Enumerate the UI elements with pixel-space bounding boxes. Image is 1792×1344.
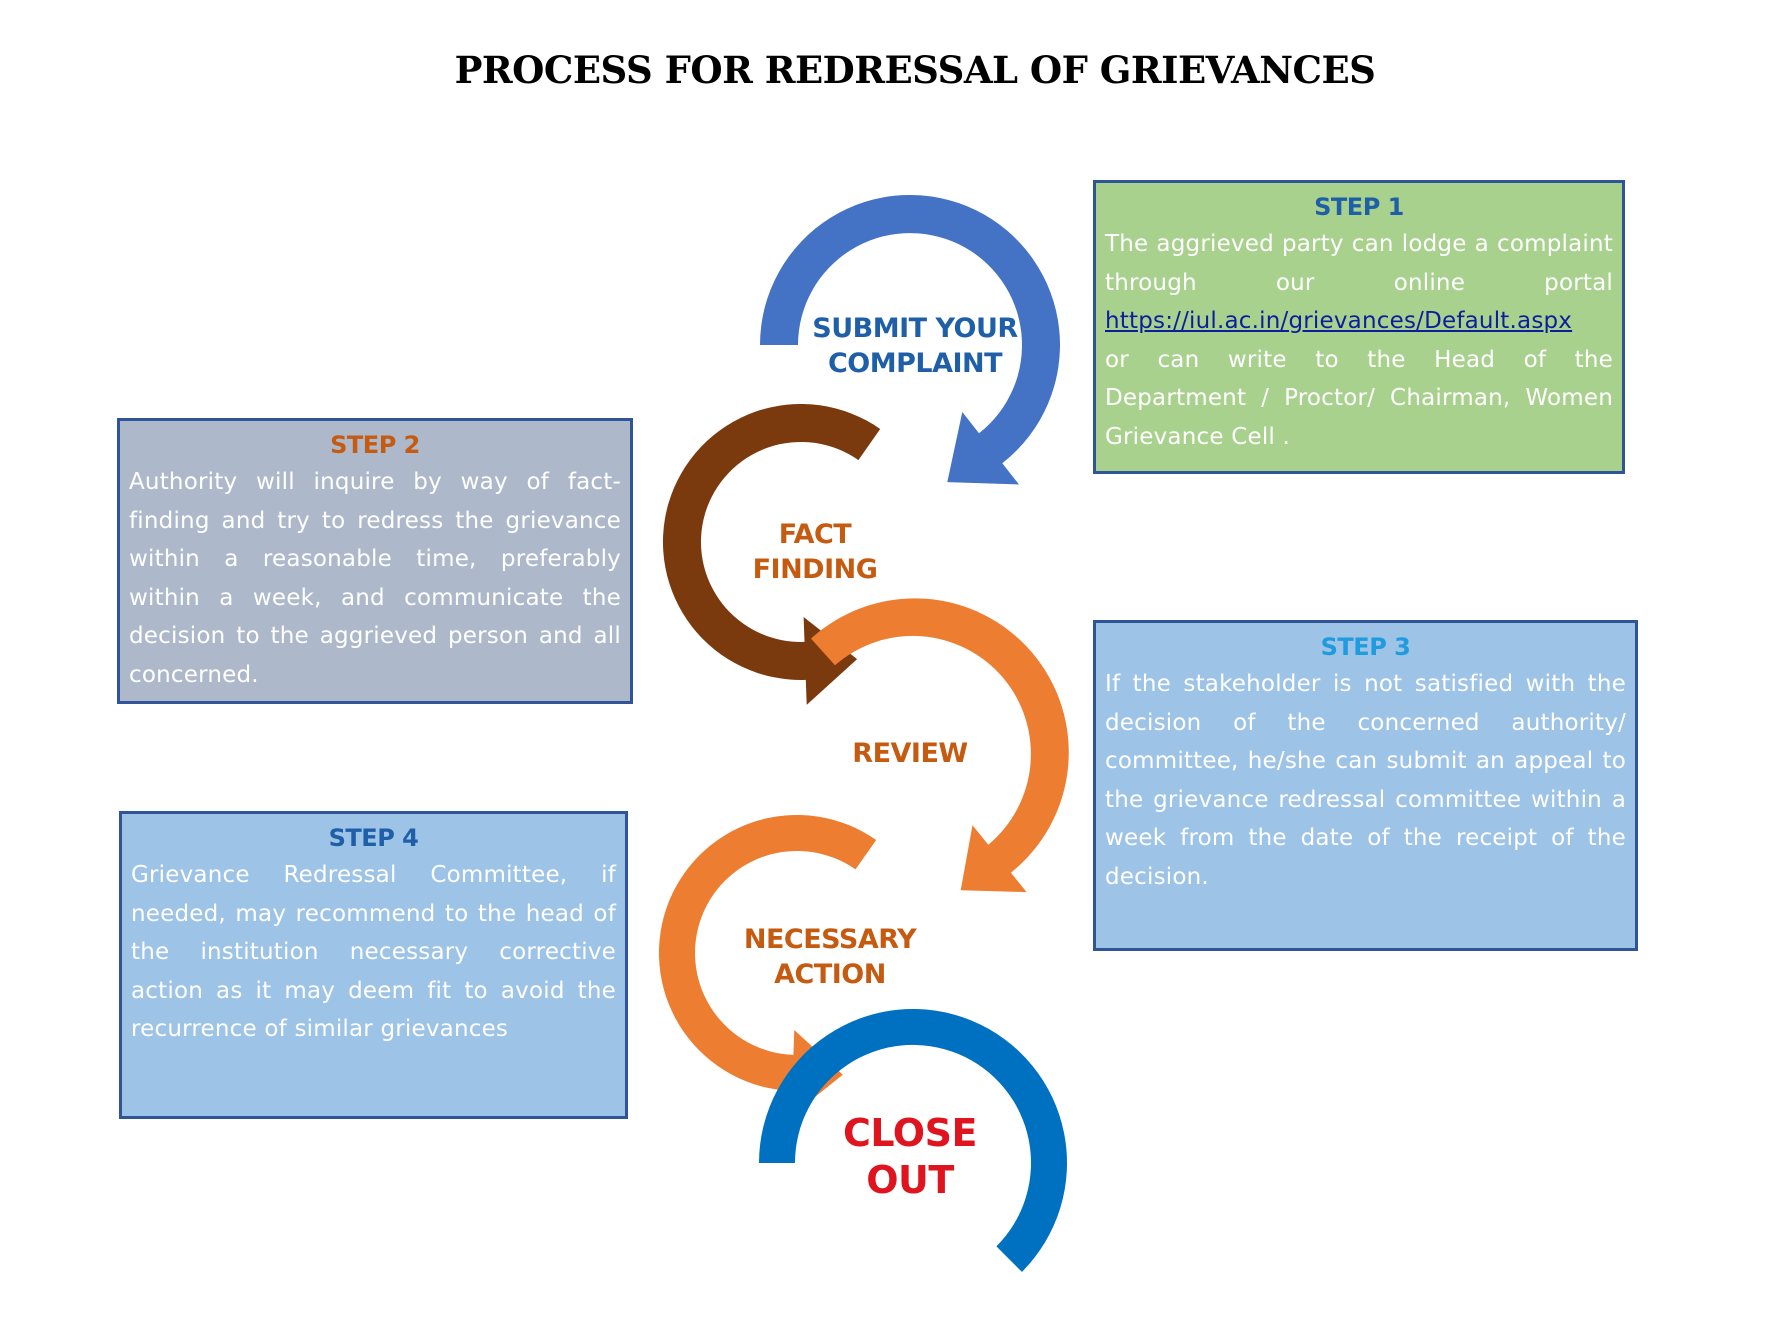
necessary-action-label: NECESSARY ACTION — [720, 922, 940, 992]
necessary-action-line2: ACTION — [774, 959, 886, 990]
close-out-label: CLOSE OUT — [810, 1110, 1010, 1204]
submit-complaint-line2: COMPLAINT — [827, 348, 1003, 379]
review-arrow — [811, 598, 1069, 893]
fact-finding-line2: FINDING — [752, 554, 878, 585]
review-label: REVIEW — [810, 736, 1010, 771]
step-1-box: STEP 1 The aggrieved party can lodge a c… — [1093, 180, 1625, 474]
step-3-box: STEP 3 If the stakeholder is not satisfi… — [1093, 620, 1638, 951]
submit-complaint-line1: SUBMIT YOUR — [812, 313, 1018, 344]
fact-finding-label: FACT FINDING — [715, 517, 915, 587]
step-2-box: STEP 2 Authority will inquire by way of … — [117, 418, 633, 704]
close-out-line1: CLOSE — [843, 1111, 977, 1155]
step-4-title: STEP 4 — [328, 824, 419, 852]
step-1-title: STEP 1 — [1314, 193, 1404, 221]
step-3-text: If the stakeholder is not satisfied with… — [1105, 671, 1626, 890]
necessary-action-arrow — [658, 814, 877, 1116]
necessary-action-line1: NECESSARY — [743, 924, 917, 955]
step-1-text-intro: The aggrieved party can lodge a complain… — [1105, 231, 1613, 296]
grievance-portal-link[interactable]: https://iul.ac.in/grievances/Default.asp… — [1105, 308, 1573, 334]
step-4-box: STEP 4 Grievance Redressal Committee, if… — [119, 811, 628, 1119]
step-1-text: The aggrieved party can lodge a complain… — [1105, 225, 1613, 456]
step-3-title: STEP 3 — [1320, 633, 1411, 661]
fact-finding-arrow — [662, 403, 881, 705]
step-1-text-rest: or can write to the Head of the Departme… — [1105, 308, 1621, 450]
page-title: PROCESS FOR REDRESSAL OF GRIEVANCES — [454, 48, 1376, 92]
close-out-line2: OUT — [866, 1158, 954, 1202]
fact-finding-line1: FACT — [778, 519, 852, 550]
step-4-text: Grievance Redressal Committee, if needed… — [131, 862, 616, 1042]
review-line1: REVIEW — [852, 738, 968, 769]
step-2-text: Authority will inquire by way of fact-fi… — [129, 469, 621, 688]
close-out-ring — [759, 1009, 1067, 1272]
submit-complaint-label: SUBMIT YOUR COMPLAINT — [780, 311, 1050, 381]
step-2-title: STEP 2 — [330, 431, 420, 459]
